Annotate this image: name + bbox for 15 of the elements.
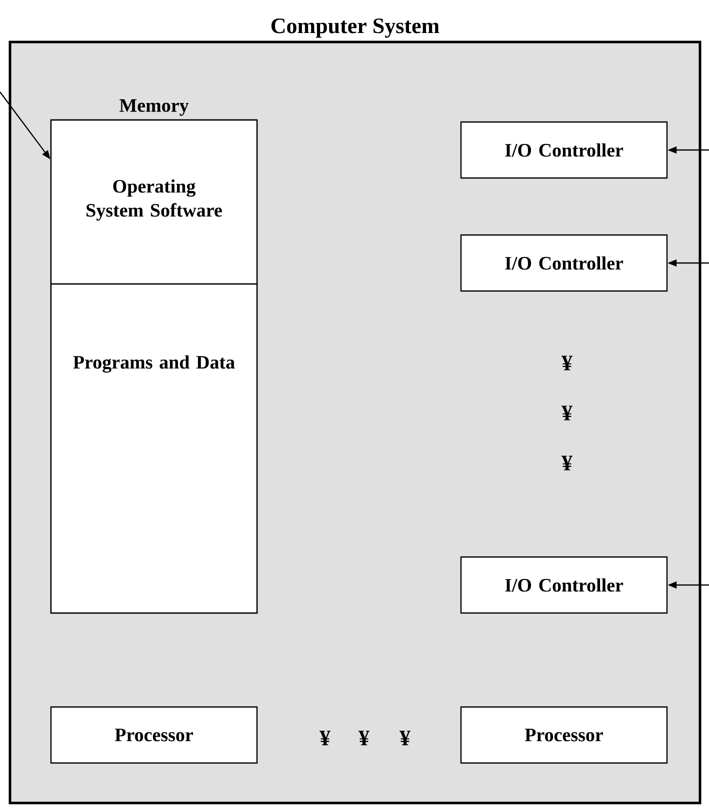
- memory-section: Operating System Software: [50, 119, 258, 285]
- ellipsis-mark: ¥: [562, 356, 572, 370]
- controller-box: I/O Controller: [460, 556, 668, 614]
- ellipsis-mark: ¥: [400, 730, 410, 746]
- ellipsis-mark: ¥: [320, 730, 330, 746]
- controller-box: I/O Controller: [460, 121, 668, 179]
- node-label: Memory: [120, 99, 189, 116]
- controller-box: I/O Controller: [460, 234, 668, 292]
- processor-box: Processor: [50, 706, 258, 764]
- processor-box: Processor: [460, 706, 668, 764]
- memory-section: Programs and Data: [50, 283, 258, 614]
- node-label: Computer System: [271, 18, 440, 38]
- ellipsis-mark: ¥: [358, 730, 370, 746]
- ellipsis-mark: ¥: [562, 406, 572, 420]
- ellipsis-mark: ¥: [562, 456, 572, 470]
